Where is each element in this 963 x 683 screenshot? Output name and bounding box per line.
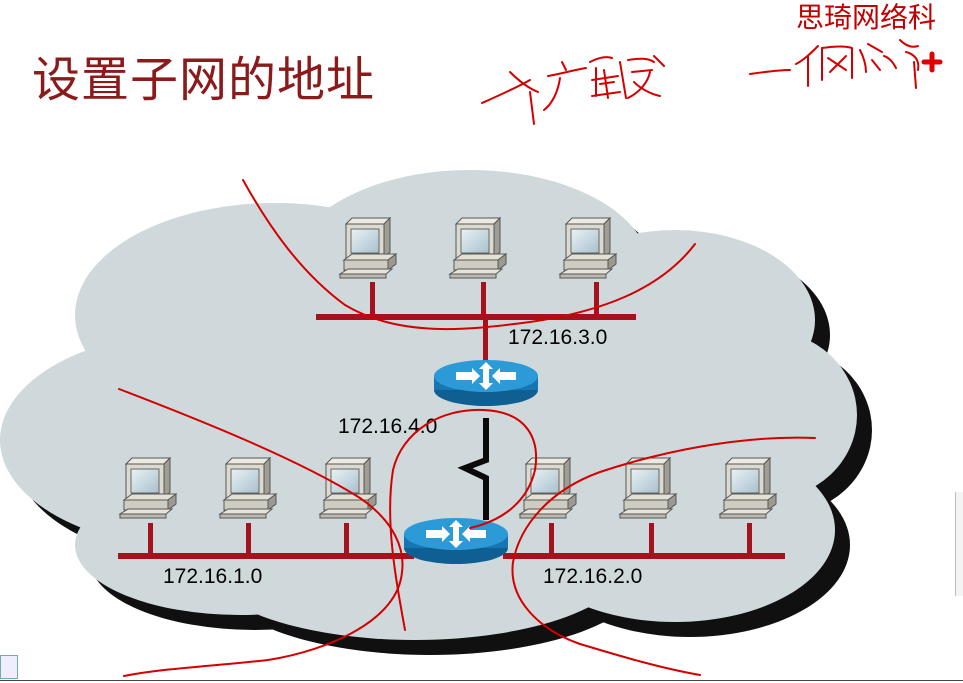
right-lan-address: 172.16.2.0 xyxy=(543,565,643,588)
plus-mark xyxy=(921,51,943,73)
brand-text: 思琦网络科 xyxy=(796,1,937,34)
boundary-left-lan xyxy=(118,388,404,677)
slide-title: 设置子网的地址 xyxy=(32,52,376,108)
left-lan-address: 172.16.1.0 xyxy=(163,565,263,588)
boundary-top xyxy=(242,179,696,331)
boundary-right-lan xyxy=(511,436,816,676)
handwriting-network-number xyxy=(749,39,920,89)
handwriting-broadcast-domain xyxy=(481,55,665,125)
right-lan-bus xyxy=(503,553,785,559)
top-lan-address: 172.16.3.0 xyxy=(508,326,608,349)
serial-link xyxy=(457,418,489,520)
left-lan-bus xyxy=(118,553,414,559)
serial-link-address: 172.16.4.0 xyxy=(338,415,438,438)
top-lan-bus xyxy=(316,314,636,320)
network-cloud xyxy=(0,170,857,640)
boundary-serial-loop xyxy=(389,408,537,631)
side-panel-edge[interactable] xyxy=(955,492,963,596)
wrench-icon[interactable] xyxy=(0,655,18,679)
lan-buses xyxy=(118,282,785,559)
bottom-divider xyxy=(0,680,963,681)
